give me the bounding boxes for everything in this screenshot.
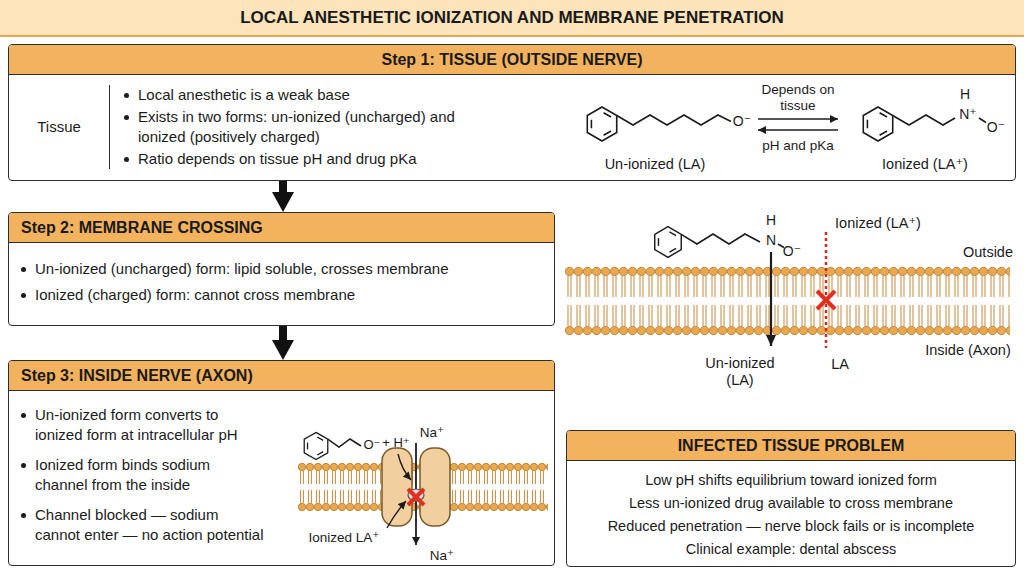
atom-label: O⁻ [783,243,801,259]
sodium-channel [420,448,450,526]
bullet-text: Ionized form binds sodium channel from t… [35,455,265,495]
ion-label: Na⁺ [430,548,454,564]
atom-label: H [960,86,970,102]
block-cross [408,489,424,505]
ion-label: + H⁺ [382,436,409,451]
benzene-ring [863,107,892,141]
bullet-dot [21,267,26,272]
binding-arrow [387,501,406,528]
problem-line: Low pH shifts equilibrium toward ionized… [645,472,937,488]
bullet-text: Local anesthetic is a weak base [138,85,350,105]
benzene-ring [304,432,328,459]
side-label: Inside (Axon) [925,342,1010,359]
carbon-chain [681,234,760,244]
form-label: Ionized (LA⁺) [882,156,968,173]
bond [979,118,986,123]
form-label: Ionized (LA⁺) [835,215,921,232]
equilibrium-arrow [758,118,838,120]
blocked-path [825,232,828,348]
bullet-dot [124,93,129,98]
crossing-arrow [770,252,772,346]
box-heading: Step 2: MEMBRANE CROSSING [21,219,263,236]
bullet-text: Un-ionized form converts to ionized form… [35,405,265,445]
bullet-dot [124,115,129,120]
form-label: Ionized LA⁺ [309,530,380,546]
equilibrium-arrow [758,129,838,131]
form-label: LA [831,356,849,373]
title-banner: LOCAL ANESTHETIC IONIZATION AND MEMBRANE… [0,0,1024,37]
bullet-text: Channel blocked — sodium cannot enter — … [35,505,265,545]
atom-label: O⁻ [987,119,1005,135]
sodium-channel [382,448,412,526]
lipid-bilayer [565,266,1010,336]
benzene-ring [655,227,681,258]
atom-label: O⁻ [364,438,381,453]
carbon-chain [617,115,731,125]
step-box: Step 1: TISSUE (OUTSIDE NERVE) Tissue Loca… [8,44,1016,181]
equilibrium-note: pH and pKa [762,138,833,154]
atom-label: H [766,212,776,228]
problem-line: Less un-ionized drug available to cross … [629,495,953,511]
block-cross [817,291,835,309]
side-label: Outside [963,244,1013,261]
carbon-chain [328,439,361,447]
flow-arrow [279,326,287,346]
problem-line: Reduced penetration — nerve block fails … [608,518,975,534]
bullet-text: Ionized (charged) form: cannot cross mem… [35,285,355,305]
box-header: Step 1: TISSUE (OUTSIDE NERVE) [9,45,1015,75]
binding-arrow [398,454,411,480]
bullet-text: Un-ionized (uncharged) form: lipid solub… [35,259,449,279]
side-label: Tissue [37,117,81,137]
flow-arrow [279,181,287,198]
problem-box: INFECTED TISSUE PROBLEM Low pH shifts equ… [566,430,1016,567]
bullet-dot [21,293,26,298]
box-header: INFECTED TISSUE PROBLEM [567,431,1015,461]
atom-label: O⁻ [733,113,751,129]
form-label: Un-ionized (LA) [605,156,706,173]
bullet-text: Ratio depends on tissue pH and drug pKa [138,149,417,169]
bullet-dot [21,463,26,468]
step-box: Step 3: INSIDE NERVE (AXON) Un-ionized fo… [8,360,555,566]
carbon-chain [893,115,955,125]
box-heading: Step 3: INSIDE NERVE (AXON) [21,367,253,384]
equilibrium-note: Depends on tissue [756,82,840,113]
problem-line: Clinical example: dental abscess [686,541,896,557]
step-box: Step 2: MEMBRANE CROSSING Un-ionized (unc… [8,212,555,326]
ion-label: Na⁺ [420,425,444,441]
box-heading: INFECTED TISSUE PROBLEM [678,437,905,454]
box-header: Step 2: MEMBRANE CROSSING [9,213,554,243]
diagram-title: LOCAL ANESTHETIC IONIZATION AND MEMBRANE… [240,8,784,28]
block-cross [408,489,424,505]
atom-label: N [766,232,776,248]
box-heading: Step 1: TISSUE (OUTSIDE NERVE) [381,51,642,68]
bullet-text: Exists in two forms: un-ionized (uncharg… [138,107,494,147]
form-label: Un-ionized (LA) [695,355,785,388]
block-cross [817,291,835,309]
bullet-dot [21,413,26,418]
box-header: Step 3: INSIDE NERVE (AXON) [9,361,554,391]
bullet-dot [21,513,26,518]
bullet-dot [124,157,129,162]
benzene-ring [587,107,616,141]
atom-label: N⁺ [959,106,977,122]
